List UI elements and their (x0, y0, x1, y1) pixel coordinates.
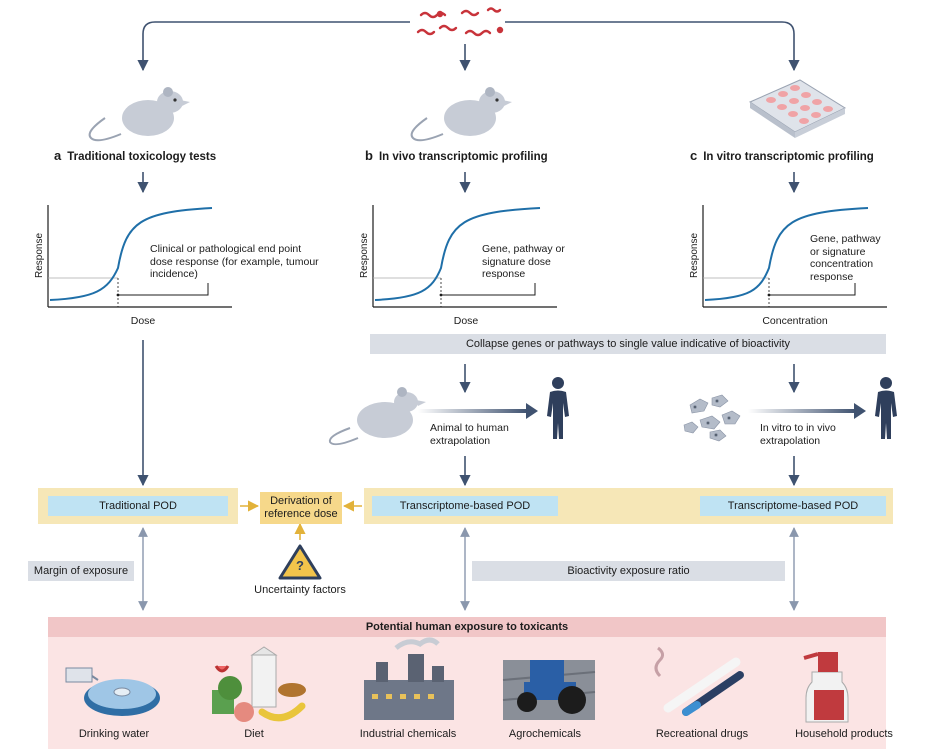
transcriptome-pod-b: Transcriptome-based POD (372, 496, 558, 516)
concentration-response-plot-c (702, 205, 887, 308)
exposure-band-title: Potential human exposure to toxicants (48, 617, 886, 637)
x-axis-label-a: Dose (130, 315, 156, 327)
source-label-recreational-drugs: Recreational drugs (655, 728, 749, 740)
x-axis-label-b: Dose (453, 315, 479, 327)
uncertainty-factors-label: Uncertainty factors (254, 584, 346, 596)
uncertainty-symbol: ? (296, 558, 304, 573)
collapse-bar: Collapse genes or pathways to single val… (370, 334, 886, 354)
margin-of-exposure: Margin of exposure (28, 561, 134, 581)
uncertainty-icon (278, 544, 322, 580)
source-label-diet: Diet (244, 728, 264, 740)
human-icon-b (547, 377, 569, 439)
exposure-sources-area (48, 637, 886, 749)
y-axis-label-c: Response (689, 232, 700, 278)
source-label-agrochemicals: Agrochemicals (508, 728, 582, 740)
x-axis-label-c: Concentration (762, 315, 828, 327)
source-label-household-products: Household products (795, 728, 893, 740)
chemical-icon (416, 7, 504, 37)
traditional-pod: Traditional POD (48, 496, 228, 516)
source-label-drinking-water: Drinking water (78, 728, 150, 740)
animal-extrapolation-label: Animal to human extrapolation (430, 422, 509, 447)
curve-text-a: Clinical or pathological end point dose … (150, 243, 319, 280)
well-plate-icon (748, 79, 847, 138)
bioactivity-exposure-ratio: Bioactivity exposure ratio (472, 561, 785, 581)
derivation-reference-dose: Derivation of reference dose (260, 492, 342, 524)
rat-icon-b (410, 87, 512, 142)
cells-icon (683, 394, 741, 442)
curve-text-c: Gene, pathway or signature concentration… (810, 233, 881, 283)
invitro-extrapolation-label: In vitro to in vivo extrapolation (760, 422, 836, 447)
source-label-industrial-chemicals: Industrial chemicals (359, 728, 457, 740)
dose-response-plot-b (372, 205, 557, 308)
y-axis-label-a: Response (34, 232, 45, 278)
y-axis-label-b: Response (359, 232, 370, 278)
transcriptome-pod-c: Transcriptome-based POD (700, 496, 886, 516)
dose-response-plot-a (47, 205, 232, 308)
rat-icon-a (88, 87, 190, 142)
rat-icon-extrapolation (328, 387, 426, 446)
curve-text-b: Gene, pathway or signature dose response (482, 243, 565, 280)
human-icon-c (875, 377, 897, 439)
